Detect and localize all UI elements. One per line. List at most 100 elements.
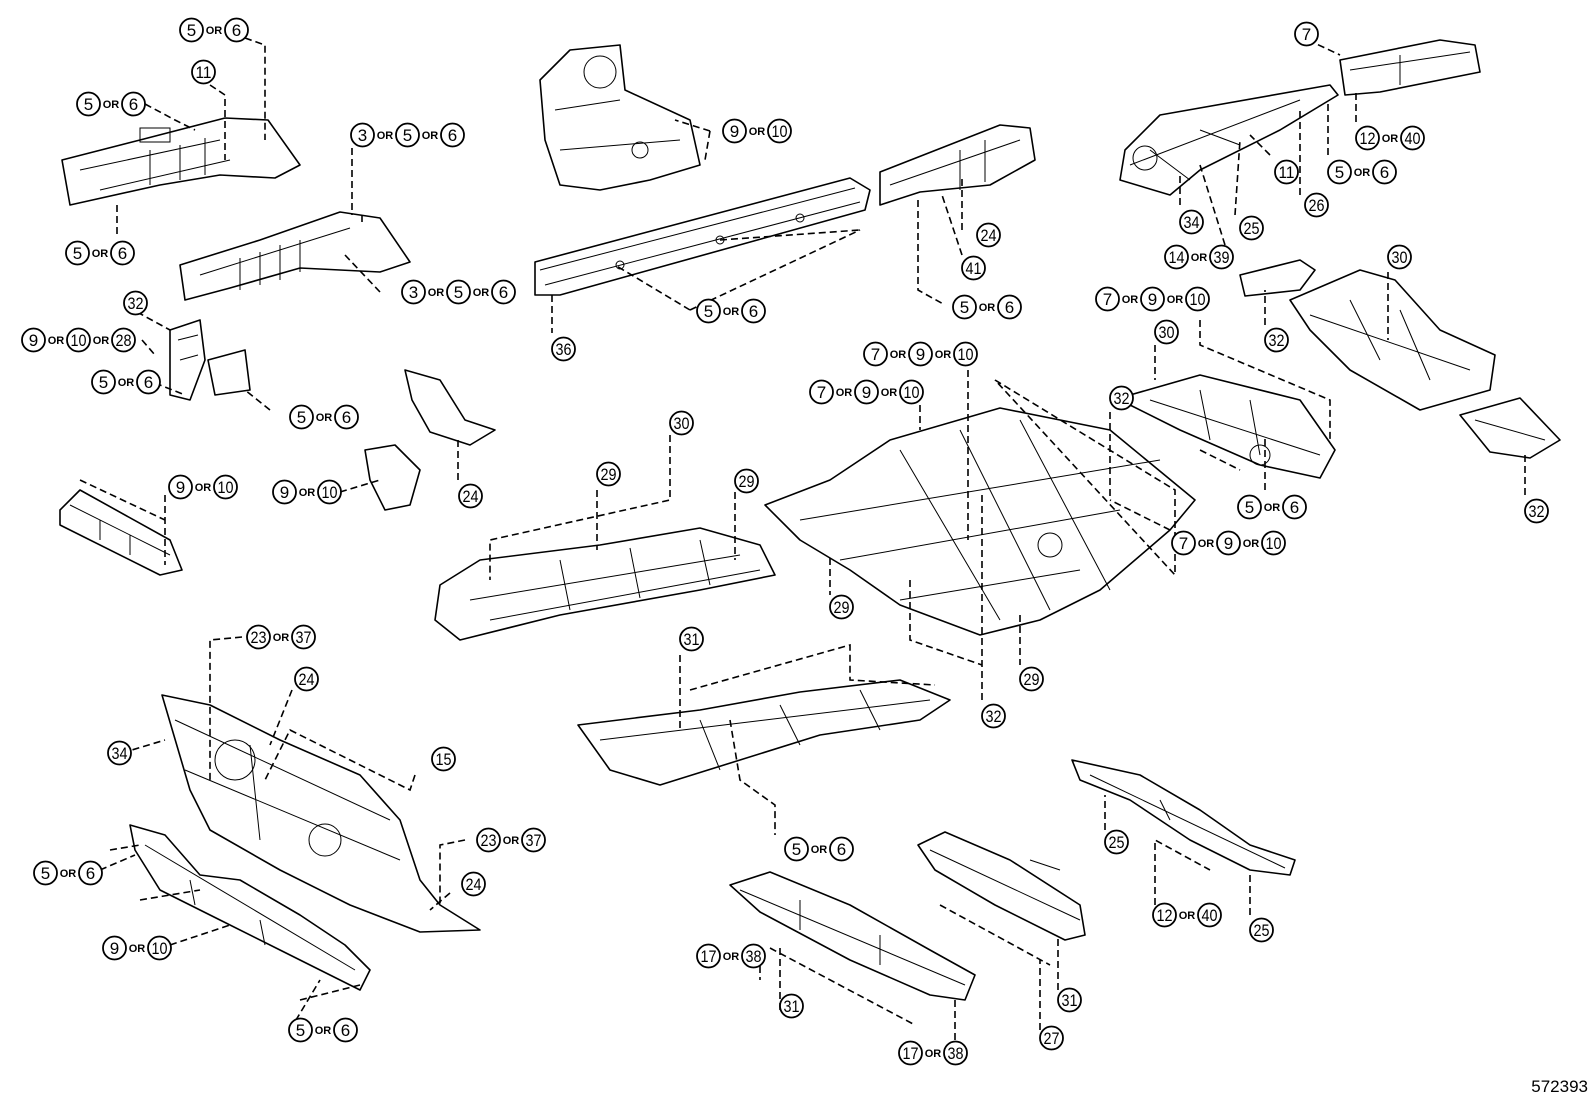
callout-circle bbox=[1095, 286, 1120, 312]
callout-circle bbox=[78, 860, 103, 886]
callout-number: 10 bbox=[772, 122, 788, 141]
callout-circle bbox=[1400, 125, 1425, 151]
callout-circle bbox=[1039, 1025, 1064, 1051]
or-separator: OR bbox=[93, 335, 110, 347]
callout-34: 34 bbox=[1179, 209, 1204, 235]
callout-number: 17 bbox=[701, 947, 717, 966]
callout-circle bbox=[272, 479, 297, 505]
callout-circle bbox=[1264, 327, 1289, 353]
callout-number: 30 bbox=[674, 414, 690, 433]
callout-circle bbox=[1057, 987, 1082, 1013]
callout-number: 29 bbox=[834, 598, 850, 617]
callout-number: 9 bbox=[176, 478, 185, 497]
or-separator: OR bbox=[1382, 133, 1399, 145]
callout-circle bbox=[741, 298, 766, 324]
callout-number: 12 bbox=[1157, 906, 1173, 925]
part-rear-floor-side-member bbox=[1119, 84, 1339, 196]
callout-number: 26 bbox=[1309, 196, 1325, 215]
callout-number: 10 bbox=[1190, 290, 1206, 309]
callout-number: 9 bbox=[29, 331, 38, 350]
callout-number: 3 bbox=[358, 126, 367, 145]
callout-circle bbox=[952, 294, 977, 320]
callout-number: 24 bbox=[466, 875, 482, 894]
callout-31: 31 bbox=[1057, 987, 1082, 1013]
callout-number: 5 bbox=[960, 298, 969, 317]
callout-25: 25 bbox=[1249, 917, 1274, 943]
callout-number: 39 bbox=[1214, 248, 1230, 267]
callout-number: 34 bbox=[1184, 213, 1200, 232]
callout-number: 37 bbox=[296, 628, 312, 647]
callout-11: 11 bbox=[191, 59, 216, 85]
or-separator: OR bbox=[195, 482, 212, 494]
callout-number: 9 bbox=[110, 939, 119, 958]
callout-circle bbox=[1209, 244, 1234, 270]
callout-circle bbox=[863, 341, 888, 367]
callout-circle bbox=[91, 369, 116, 395]
callout-41: 41 bbox=[961, 255, 986, 281]
callout-circle bbox=[1387, 244, 1412, 270]
callout-circle bbox=[1179, 209, 1204, 235]
callout-number: 34 bbox=[112, 744, 128, 763]
callout-circle bbox=[976, 222, 1001, 248]
callout-number: 11 bbox=[1279, 163, 1295, 182]
callout-number: 23 bbox=[251, 628, 267, 647]
callout-29: 29 bbox=[596, 461, 621, 487]
callout-number: 28 bbox=[116, 331, 132, 350]
callout-7: 7 bbox=[1294, 21, 1319, 47]
callout-number: 38 bbox=[746, 947, 762, 966]
callout-30: 30 bbox=[1387, 244, 1412, 270]
callout-circle bbox=[191, 59, 216, 85]
callout-11: 11 bbox=[1274, 159, 1299, 185]
callout-number: 6 bbox=[129, 95, 138, 114]
callout-circle bbox=[1261, 530, 1286, 556]
callout-circle bbox=[458, 483, 483, 509]
callout-circle bbox=[179, 17, 204, 43]
callout-circle bbox=[596, 461, 621, 487]
or-separator: OR bbox=[273, 632, 290, 644]
part-front-upper-panel bbox=[539, 44, 701, 191]
part-front-side-member-left bbox=[61, 117, 301, 206]
or-separator: OR bbox=[422, 130, 439, 142]
callout-number: 9 bbox=[280, 483, 289, 502]
callout-24: 24 bbox=[458, 483, 483, 509]
callout-circle bbox=[1216, 530, 1241, 556]
callout-number: 30 bbox=[1392, 248, 1408, 267]
callout-number: 6 bbox=[448, 126, 457, 145]
callout-circle bbox=[291, 624, 316, 650]
callout-circle bbox=[551, 336, 576, 362]
callout-number: 6 bbox=[749, 302, 758, 321]
part-bracket-32-rear-right bbox=[1459, 397, 1561, 459]
callout-number: 6 bbox=[144, 373, 153, 392]
callout-circle bbox=[107, 740, 132, 766]
callout-circle bbox=[961, 255, 986, 281]
callout-29: 29 bbox=[829, 594, 854, 620]
callout-25: 25 bbox=[1104, 829, 1129, 855]
callout-circle bbox=[1019, 666, 1044, 692]
callout-31: 31 bbox=[779, 993, 804, 1019]
callout-number: 6 bbox=[118, 244, 127, 263]
part-bracket-small-left bbox=[207, 349, 251, 396]
callout-circle bbox=[136, 369, 161, 395]
callout-circle bbox=[696, 943, 721, 969]
callout-number: 32 bbox=[1114, 389, 1130, 408]
or-separator: OR bbox=[811, 844, 828, 856]
callout-circle bbox=[1372, 159, 1397, 185]
callout-34: 34 bbox=[107, 740, 132, 766]
callout-number: 9 bbox=[1148, 290, 1157, 309]
part-main-floor bbox=[764, 407, 1196, 636]
callout-number: 6 bbox=[1290, 498, 1299, 517]
callout-circle bbox=[294, 666, 319, 692]
or-separator: OR bbox=[503, 835, 520, 847]
callout-circle bbox=[168, 474, 193, 500]
